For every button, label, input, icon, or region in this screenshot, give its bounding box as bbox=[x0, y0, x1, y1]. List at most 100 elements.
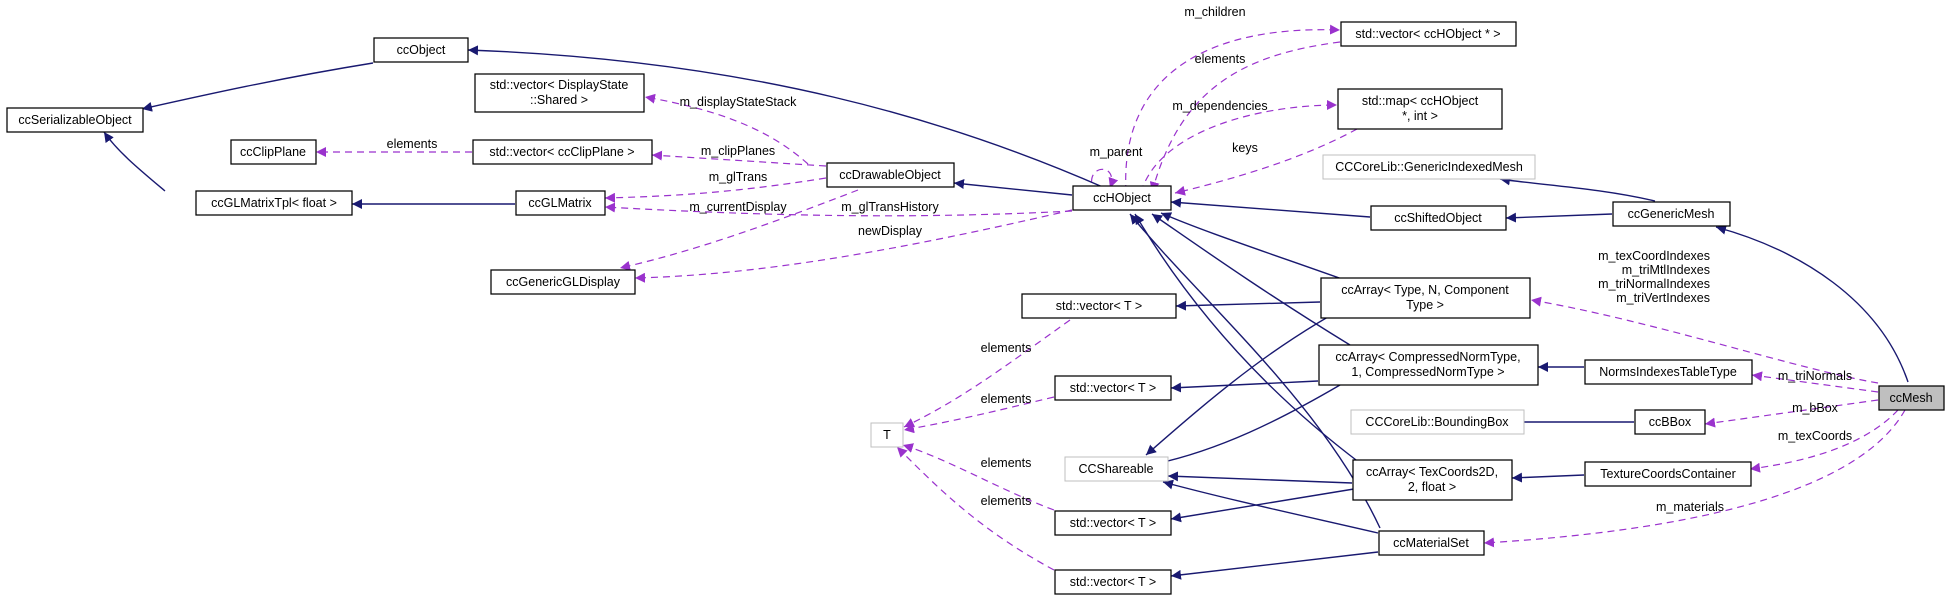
node-ccArrayTex[interactable]: ccArray< TexCoords2D, 2, float > bbox=[1352, 459, 1513, 501]
node-ccSerializableObject[interactable]: ccSerializableObject bbox=[6, 107, 144, 133]
label-m_triVertIndexes: m_triVertIndexes bbox=[1616, 291, 1710, 305]
usage-edges bbox=[316, 24, 1906, 571]
edge-m_currentDisplay bbox=[619, 189, 859, 271]
node-ccGenericGLDisplay[interactable]: ccGenericGLDisplay bbox=[490, 269, 636, 295]
node-T[interactable]: T bbox=[870, 422, 904, 448]
node-label: std::vector< ccHObject * > bbox=[1355, 27, 1500, 41]
edge-ccArrayTex-ccShareable bbox=[1167, 471, 1353, 484]
edge-ccArrayTypeN-vecT1 bbox=[1175, 300, 1321, 311]
node-genericIndexedMesh[interactable]: CCCoreLib::GenericIndexedMesh bbox=[1322, 154, 1536, 180]
node-label: std::vector< T > bbox=[1070, 516, 1156, 530]
node-vecT2[interactable]: std::vector< T > bbox=[1054, 375, 1172, 401]
node-label-line2: ::Shared > bbox=[530, 93, 588, 107]
edge-texCoords-ccArrayTex bbox=[1511, 472, 1585, 483]
node-ccArrayTypeN[interactable]: ccArray< Type, N, Component Type > bbox=[1320, 277, 1531, 319]
node-ccArrayNorm[interactable]: ccArray< CompressedNormType, 1, Compress… bbox=[1318, 344, 1539, 386]
node-vecDisplayState[interactable]: std::vector< DisplayState ::Shared > bbox=[474, 73, 645, 113]
node-ccGLMatrixTpl[interactable]: ccGLMatrixTpl< float > bbox=[195, 190, 353, 216]
edge-ccArrayNorm-vecT2 bbox=[1170, 380, 1319, 393]
nodes: ccSerializableObject ccObject ccClipPlan… bbox=[6, 21, 1945, 595]
node-label: std::vector< ccClipPlane > bbox=[489, 145, 634, 159]
edge-ccGenericMesh-ccShiftedObject bbox=[1505, 212, 1613, 223]
edge-m_materials bbox=[1483, 409, 1906, 548]
edge-m_glTrans bbox=[604, 177, 827, 203]
node-label: CCShareable bbox=[1078, 462, 1153, 476]
label-m_children: m_children bbox=[1184, 5, 1245, 19]
node-boundingBox[interactable]: CCCoreLib::BoundingBox bbox=[1350, 409, 1525, 435]
edge-elements-t4 bbox=[896, 446, 1055, 571]
node-label: std::vector< T > bbox=[1070, 575, 1156, 589]
label-m_displayStateStack: m_displayStateStack bbox=[680, 95, 797, 109]
node-label: ccSerializableObject bbox=[18, 113, 132, 127]
edge-indexes bbox=[1530, 296, 1879, 384]
node-label: CCCoreLib::BoundingBox bbox=[1365, 415, 1509, 429]
label-m_dependencies: m_dependencies bbox=[1172, 99, 1267, 113]
node-ccObject[interactable]: ccObject bbox=[373, 37, 469, 63]
node-label: std::vector< T > bbox=[1056, 299, 1142, 313]
node-ccHObject[interactable]: ccHObject bbox=[1072, 185, 1172, 211]
node-ccDrawableObject[interactable]: ccDrawableObject bbox=[826, 162, 955, 188]
node-ccShiftedObject[interactable]: ccShiftedObject bbox=[1370, 205, 1507, 231]
edge-ccMaterialSet-ccShareable bbox=[1162, 479, 1379, 534]
node-label: ccGenericMesh bbox=[1628, 207, 1715, 221]
label-m_glTransHistory: m_glTransHistory bbox=[841, 200, 939, 214]
label-m_clipPlanes: m_clipPlanes bbox=[701, 144, 775, 158]
edge-m_children bbox=[1125, 24, 1341, 193]
node-label-line1: std::vector< DisplayState bbox=[490, 78, 629, 92]
node-label: CCCoreLib::GenericIndexedMesh bbox=[1335, 160, 1523, 174]
node-label-line1: ccArray< TexCoords2D, bbox=[1366, 465, 1498, 479]
node-vecT3[interactable]: std::vector< T > bbox=[1054, 510, 1172, 536]
node-ccMaterialSet[interactable]: ccMaterialSet bbox=[1378, 530, 1485, 556]
node-ccShareable[interactable]: CCShareable bbox=[1064, 456, 1169, 482]
node-label: ccObject bbox=[397, 43, 446, 57]
edge-labels: m_children elements m_dependencies keys … bbox=[387, 5, 1853, 514]
node-label-line1: ccArray< CompressedNormType, bbox=[1335, 350, 1520, 364]
node-label-line1: std::map< ccHObject bbox=[1362, 94, 1479, 108]
node-label: ccGLMatrix bbox=[528, 196, 592, 210]
label-m_triNormals: m_triNormals bbox=[1778, 369, 1852, 383]
edge-ccObject-ccSerializableObject bbox=[141, 62, 374, 112]
edge-ccHObject-ccDrawableObject bbox=[953, 179, 1073, 196]
label-newDisplay: newDisplay bbox=[858, 224, 923, 238]
edge-m_texCoords bbox=[1749, 409, 1899, 473]
node-ccGenericMesh[interactable]: ccGenericMesh bbox=[1612, 201, 1731, 227]
edge-ccGenericMesh-genericIndexedMesh bbox=[1499, 175, 1656, 202]
label-m_bBox: m_bBox bbox=[1792, 401, 1839, 415]
node-ccGLMatrix[interactable]: ccGLMatrix bbox=[515, 190, 606, 216]
edge-ccArrayTex-ccHObject bbox=[1134, 213, 1361, 464]
label-m_texCoordIndexes: m_texCoordIndexes bbox=[1598, 249, 1710, 263]
label-elements-vecHObject: elements bbox=[1195, 52, 1246, 66]
edge-ccShiftedObject-ccHObject bbox=[1170, 197, 1371, 218]
node-label: T bbox=[883, 428, 891, 442]
node-ccMesh[interactable]: ccMesh bbox=[1878, 385, 1945, 411]
label-m_triMtlIndexes: m_triMtlIndexes bbox=[1622, 263, 1710, 277]
node-vecHObject[interactable]: std::vector< ccHObject * > bbox=[1340, 21, 1517, 47]
node-label: std::vector< T > bbox=[1070, 381, 1156, 395]
edge-elements-t1 bbox=[903, 319, 1071, 428]
node-label-line2: 1, CompressedNormType > bbox=[1351, 365, 1504, 379]
node-label-line1: ccArray< Type, N, Component bbox=[1341, 283, 1509, 297]
label-m_triNormalIndexes: m_triNormalIndexes bbox=[1598, 277, 1710, 291]
edge-elements-vecHObject bbox=[1149, 41, 1341, 193]
node-label-line2: 2, float > bbox=[1408, 480, 1456, 494]
node-label: ccShiftedObject bbox=[1394, 211, 1482, 225]
node-textureCoordsContainer[interactable]: TextureCoordsContainer bbox=[1584, 461, 1752, 487]
node-ccClipPlane[interactable]: ccClipPlane bbox=[230, 139, 317, 165]
label-elements-clipPlane: elements bbox=[387, 137, 438, 151]
node-label: ccGLMatrixTpl< float > bbox=[211, 196, 337, 210]
edge-ccArrayNorm-ccShareable bbox=[1154, 384, 1341, 467]
node-label: NormsIndexesTableType bbox=[1599, 365, 1737, 379]
node-label: ccClipPlane bbox=[240, 145, 306, 159]
node-vecT4[interactable]: std::vector< T > bbox=[1054, 569, 1172, 595]
edge-ccMesh-ccGenericMesh bbox=[1715, 224, 1909, 383]
node-ccBBox[interactable]: ccBBox bbox=[1634, 409, 1706, 435]
node-vecClipPlane[interactable]: std::vector< ccClipPlane > bbox=[472, 139, 653, 165]
node-label: ccGenericGLDisplay bbox=[506, 275, 621, 289]
node-vecT1[interactable]: std::vector< T > bbox=[1021, 293, 1177, 319]
node-mapHObject[interactable]: std::map< ccHObject *, int > bbox=[1337, 88, 1503, 130]
node-normsIndexesTableType[interactable]: NormsIndexesTableType bbox=[1584, 359, 1753, 385]
edge-keys bbox=[1174, 128, 1358, 196]
node-label: ccDrawableObject bbox=[839, 168, 941, 182]
label-m_parent: m_parent bbox=[1090, 145, 1143, 159]
edge-ccArrayTex-vecT3 bbox=[1170, 487, 1361, 523]
